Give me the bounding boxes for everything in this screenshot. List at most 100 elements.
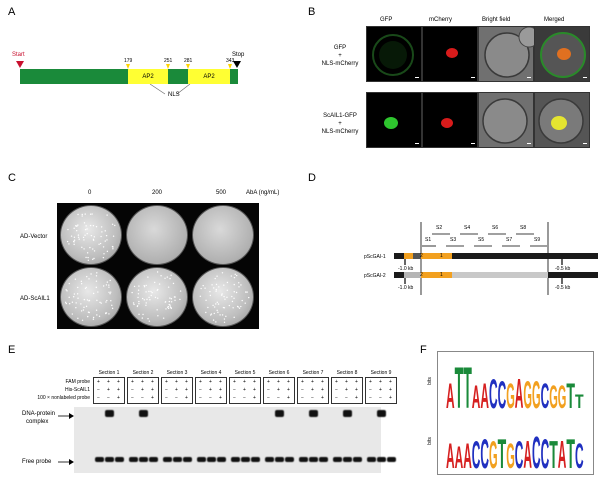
colony <box>133 285 136 288</box>
free-probe-label: Free probe <box>22 459 52 465</box>
colony <box>226 281 229 284</box>
colony <box>223 321 226 323</box>
sign: + <box>253 379 256 385</box>
img-gfp-2 <box>366 92 422 148</box>
motif-1-letter: A <box>480 376 489 416</box>
colony <box>77 317 79 320</box>
colony <box>73 239 76 241</box>
sec-s9: S9 <box>534 237 541 243</box>
colony <box>102 285 105 287</box>
colony <box>238 282 240 284</box>
colony <box>246 291 248 293</box>
nls-label: NLS <box>168 92 180 98</box>
section-header: Section 4 <box>200 370 222 376</box>
colony <box>214 277 216 280</box>
motif-1-letter: G <box>549 379 558 415</box>
colony <box>231 295 233 298</box>
colony <box>138 285 140 287</box>
complex-band <box>275 410 284 417</box>
colony <box>157 315 159 317</box>
row-label-2: ScAIL1-GFP+NLS-mCherry <box>321 113 359 135</box>
colony <box>207 306 209 309</box>
motif-1-letter: T <box>566 376 575 416</box>
colony <box>77 224 79 226</box>
colony <box>85 286 87 289</box>
sign: + <box>287 387 290 393</box>
colony <box>76 229 78 232</box>
colony <box>66 240 69 243</box>
sign: − <box>335 387 338 393</box>
free-probe-band <box>333 457 342 462</box>
colony <box>81 246 83 249</box>
section-box <box>297 377 329 404</box>
colony <box>199 295 202 297</box>
colony <box>156 309 158 311</box>
colony <box>89 224 92 227</box>
plate-vector-0 <box>60 205 122 265</box>
start-label: Start <box>12 52 25 58</box>
colony <box>164 277 166 279</box>
colony <box>230 275 232 277</box>
colony <box>104 240 106 242</box>
colony <box>81 319 84 321</box>
sign: + <box>141 379 144 385</box>
colony <box>241 299 243 302</box>
colony <box>226 289 229 291</box>
sign: + <box>277 379 280 385</box>
colony <box>65 289 67 291</box>
colony <box>68 282 70 285</box>
colony <box>73 293 76 295</box>
colony-dots <box>64 213 250 323</box>
plate-vector-200 <box>126 205 188 265</box>
sign: + <box>175 387 178 393</box>
sign: − <box>335 395 338 401</box>
colony <box>86 252 89 254</box>
sign: + <box>253 395 256 401</box>
pos-281: 281 <box>184 58 193 64</box>
sign: + <box>243 387 246 393</box>
position-ticks <box>126 64 232 69</box>
colony <box>224 298 226 300</box>
colony <box>105 301 107 303</box>
free-probe-band <box>285 457 294 462</box>
sign: − <box>345 395 348 401</box>
colony <box>112 248 114 250</box>
colony <box>73 241 75 243</box>
colony <box>211 284 213 286</box>
colony <box>91 213 93 215</box>
colony <box>205 299 207 302</box>
motif-1-letter: A <box>472 379 481 415</box>
colony <box>83 239 85 241</box>
arrow-icons <box>58 413 74 465</box>
colony <box>93 236 95 238</box>
ap2-domain-2: AP2 <box>188 69 230 84</box>
motif-1-letter: T <box>455 356 464 421</box>
img-mcherry-1 <box>422 26 478 82</box>
colony <box>108 313 110 315</box>
sec-s4: S4 <box>464 225 471 231</box>
colony <box>102 246 105 248</box>
section-header: Section 6 <box>268 370 290 376</box>
section-header: Section 7 <box>302 370 324 376</box>
colony <box>82 236 85 239</box>
colony <box>209 290 211 293</box>
colony <box>233 276 236 279</box>
colony <box>93 250 96 252</box>
sign: + <box>389 387 392 393</box>
colony <box>149 299 151 301</box>
section-box <box>93 377 125 404</box>
colony <box>90 234 93 237</box>
sign: + <box>219 395 222 401</box>
colony <box>105 312 107 314</box>
section-box <box>195 377 227 404</box>
sign: + <box>219 387 222 393</box>
colony <box>76 293 79 295</box>
colony <box>234 273 236 275</box>
free-probe-band <box>207 457 216 462</box>
colony <box>84 287 87 290</box>
free-probe-band <box>377 457 386 462</box>
colony <box>68 296 70 299</box>
colony <box>145 302 147 304</box>
colony <box>89 246 91 249</box>
